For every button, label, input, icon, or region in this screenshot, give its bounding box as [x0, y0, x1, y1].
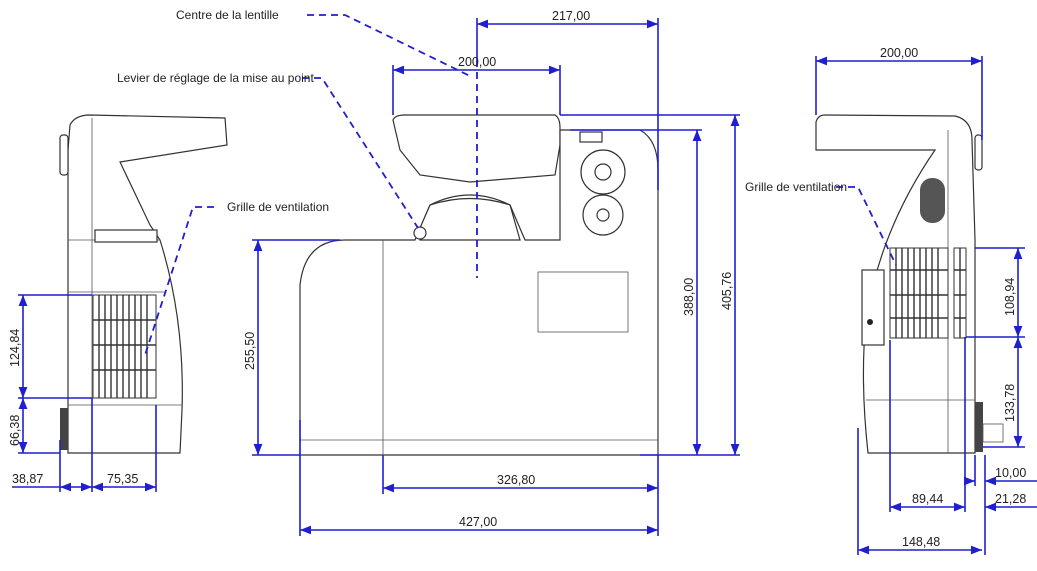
dim-38-87: 38,87 — [12, 472, 43, 486]
dim-89-44: 89,44 — [912, 492, 943, 506]
dim-427-00: 427,00 — [459, 515, 497, 529]
dim-10-00: 10,00 — [995, 466, 1026, 480]
dim-326-80: 326,80 — [497, 473, 535, 487]
vent-right-label: Grille de ventilation — [745, 180, 847, 194]
dimension-lines-front — [252, 18, 740, 536]
vent-left-label: Grille de ventilation — [227, 200, 329, 214]
dim-217-00: 217,00 — [552, 9, 590, 23]
dim-200-00-front: 200,00 — [458, 55, 496, 69]
focus-lever-label: Levier de réglage de la mise au point — [117, 71, 314, 85]
right-side-view: 200,00 108,94 133,78 10,00 21,28 89,44 1… — [745, 46, 1037, 555]
dimension-lines-left — [12, 294, 157, 492]
vent-left-leader — [144, 206, 214, 356]
dim-255-50: 255,50 — [243, 332, 257, 370]
front-view: 217,00 200,00 388,00 405,76 255,50 326,8… — [117, 8, 740, 536]
focus-lever-leader — [302, 77, 419, 229]
dim-133-78: 133,78 — [1003, 384, 1017, 422]
lens-center-label: Centre de la lentille — [176, 8, 279, 22]
dim-66-38: 66,38 — [8, 415, 22, 446]
dim-148-48: 148,48 — [902, 535, 940, 549]
right-vent-grille-icon — [889, 247, 967, 339]
dim-108-94: 108,94 — [1003, 278, 1017, 316]
dim-405-76: 405,76 — [720, 272, 734, 310]
left-side-view: 124,84 66,38 38,87 75,35 Grille de venti… — [8, 114, 329, 492]
dim-124-84: 124,84 — [8, 329, 22, 367]
dim-200-00-right: 200,00 — [880, 46, 918, 60]
dim-21-28: 21,28 — [995, 492, 1026, 506]
dim-75-35: 75,35 — [107, 472, 138, 486]
dim-388-00: 388,00 — [682, 278, 696, 316]
dimension-lines-right — [815, 56, 1037, 555]
left-vent-grille-icon — [92, 294, 157, 399]
lens-center-leader — [307, 14, 471, 77]
